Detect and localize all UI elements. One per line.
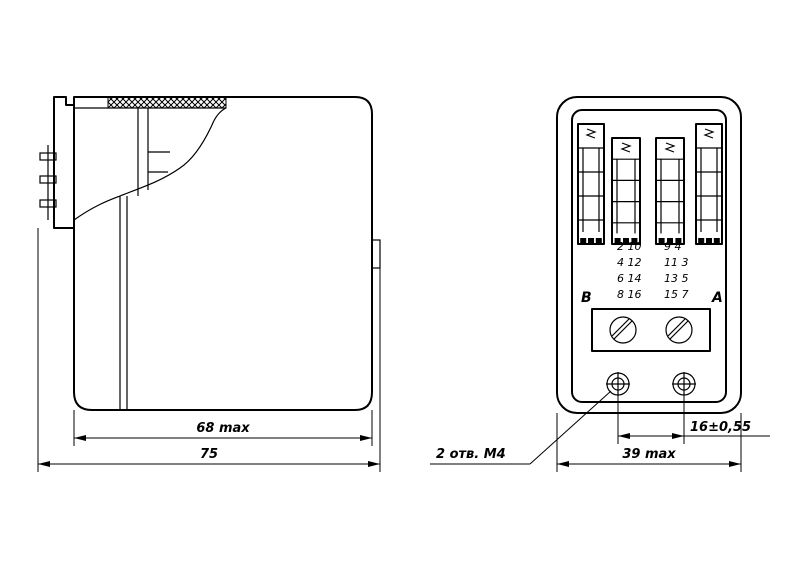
relay-module-1 [577, 123, 605, 245]
screw-a-icon [665, 316, 693, 344]
dimension-68: 68 max [73, 410, 373, 446]
terminal-numbers: 2 10 4 12 6 14 8 16 9 4 11 3 13 5 15 7 B… [581, 240, 723, 306]
hole-callout: 2 отв. М4 [430, 390, 612, 465]
terminal-right-3: 13 5 [664, 272, 689, 285]
front-view: 2 10 4 12 6 14 8 16 9 4 11 3 13 5 15 7 B… [430, 96, 770, 472]
coil-icon [703, 128, 715, 139]
side-view: 68 max 75 [37, 96, 381, 472]
hole-callout-label: 2 отв. М4 [436, 447, 506, 462]
dimension-16: 16±0,55 [617, 396, 770, 444]
hatched-strip [107, 96, 227, 109]
label-b: B [581, 290, 592, 306]
dim-16-label: 16±0,55 [690, 420, 751, 435]
dim-39-label: 39 max [622, 447, 676, 462]
relay-module-3 [655, 137, 685, 245]
dim-75-label: 75 [200, 447, 218, 462]
terminal-left-3: 6 14 [617, 272, 642, 285]
dim-68-label: 68 max [196, 421, 250, 436]
relay-module-4 [695, 123, 723, 245]
coil-icon [585, 128, 597, 139]
terminal-right-4: 15 7 [664, 288, 689, 301]
terminal-left-2: 4 12 [617, 256, 642, 269]
terminal-right-2: 11 3 [664, 256, 689, 269]
terminal-left-1: 2 10 [617, 240, 642, 253]
terminal-block [591, 308, 711, 352]
dimension-39: 39 max [556, 413, 742, 472]
screw-b-icon [609, 316, 637, 344]
mounting-holes [606, 372, 696, 396]
terminal-left-4: 8 16 [617, 288, 642, 301]
relay-module-2 [611, 137, 641, 245]
dimension-75: 75 [37, 228, 381, 472]
terminal-right-1: 9 4 [664, 240, 682, 253]
coil-icon [620, 142, 632, 153]
coil-icon [664, 142, 676, 153]
relay-modules [577, 123, 723, 245]
connector-pins [39, 145, 57, 220]
label-a: A [711, 290, 723, 306]
